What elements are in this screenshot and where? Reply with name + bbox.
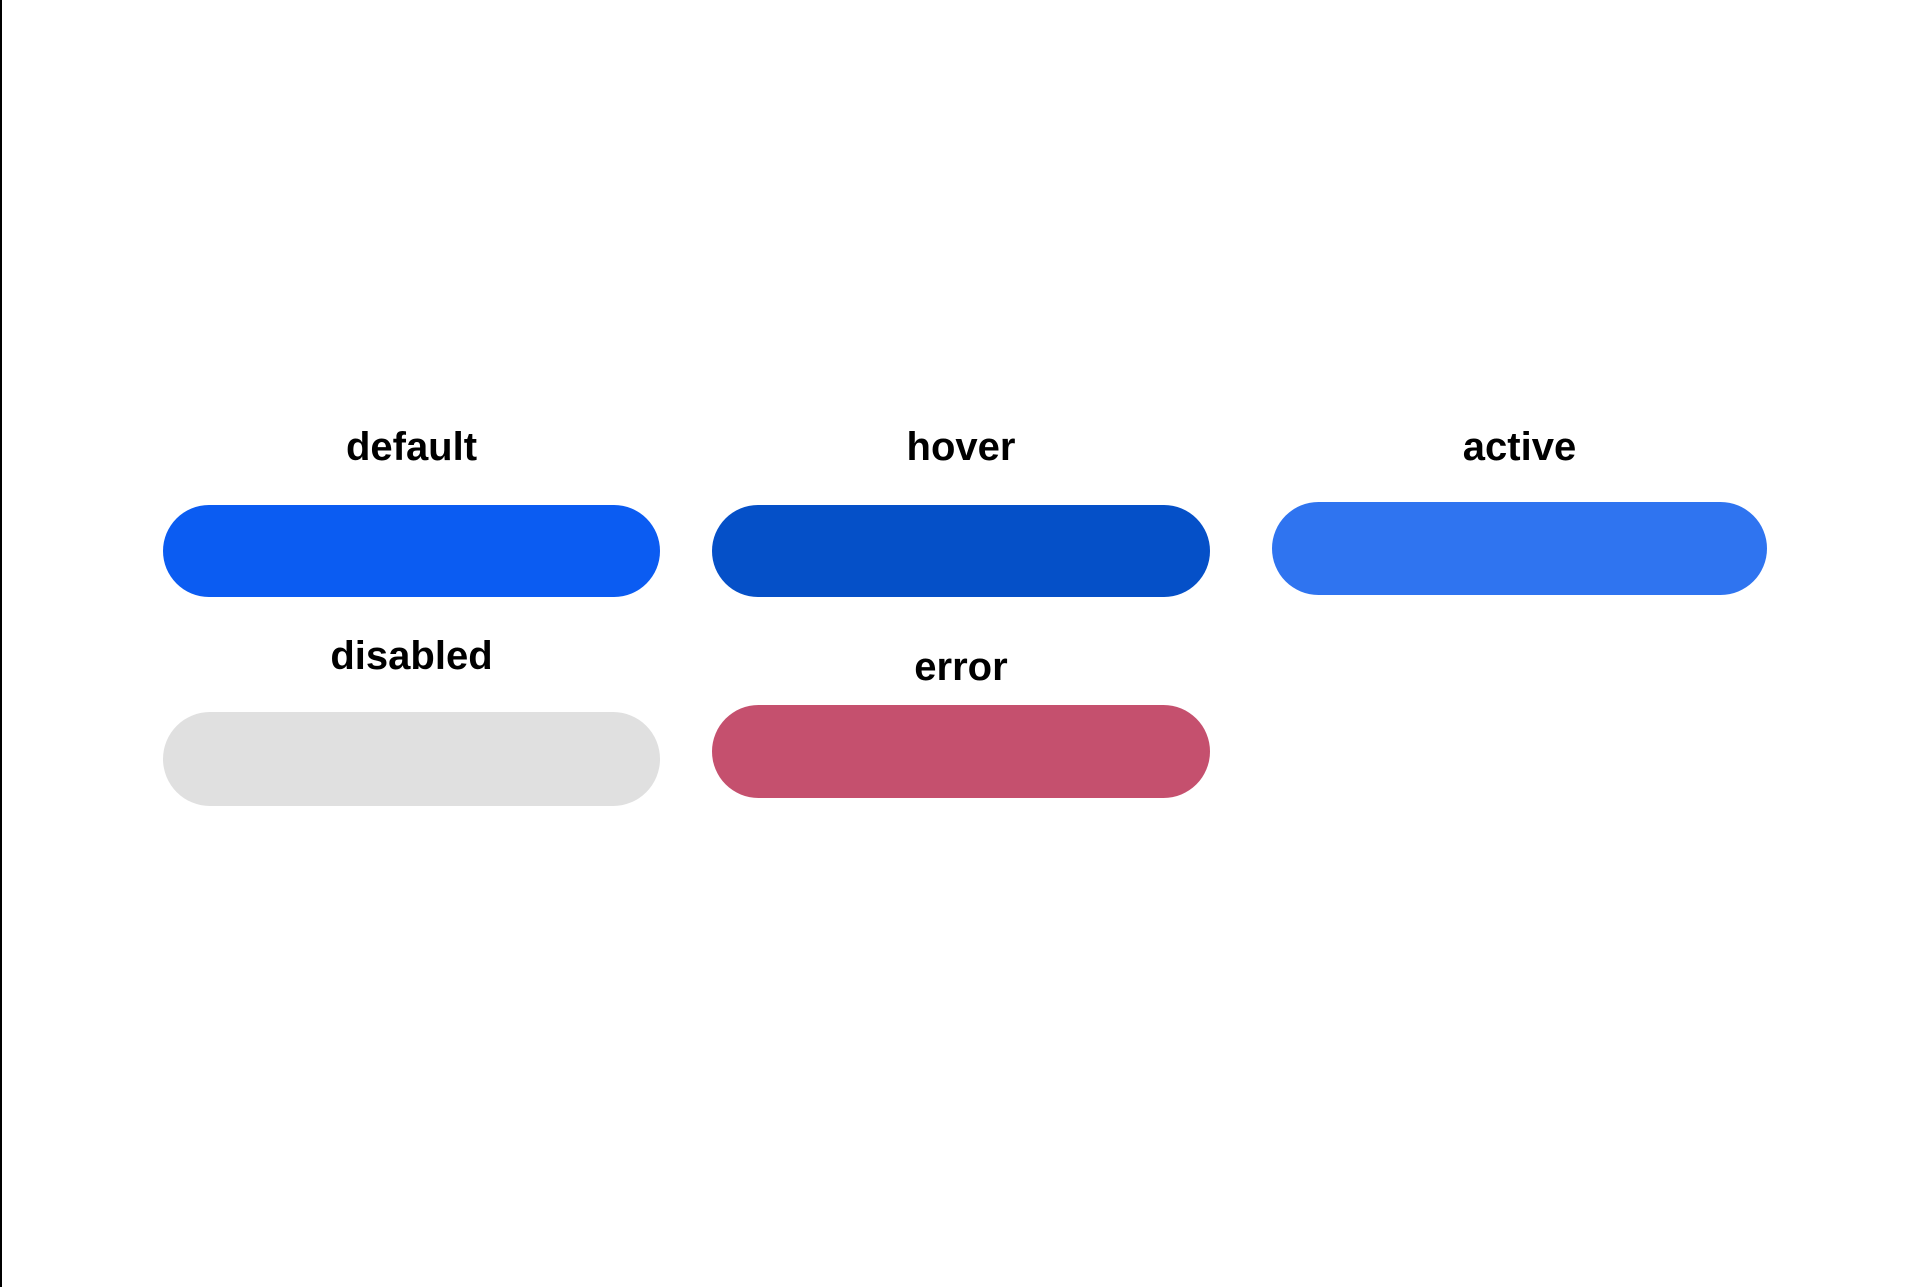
screen-edge-line	[0, 0, 2, 1287]
button-swatch-default[interactable]	[163, 505, 660, 597]
button-swatch-hover[interactable]	[712, 505, 1210, 597]
button-swatch-active[interactable]	[1272, 502, 1767, 595]
state-label-active: active	[1462, 425, 1577, 469]
state-label-hover: hover	[906, 425, 1016, 469]
state-label-error: error	[914, 645, 1008, 689]
state-label-default: default	[345, 425, 478, 469]
state-label-disabled: disabled	[330, 634, 493, 678]
button-swatch-disabled[interactable]	[163, 712, 660, 806]
button-swatch-error[interactable]	[712, 705, 1210, 798]
